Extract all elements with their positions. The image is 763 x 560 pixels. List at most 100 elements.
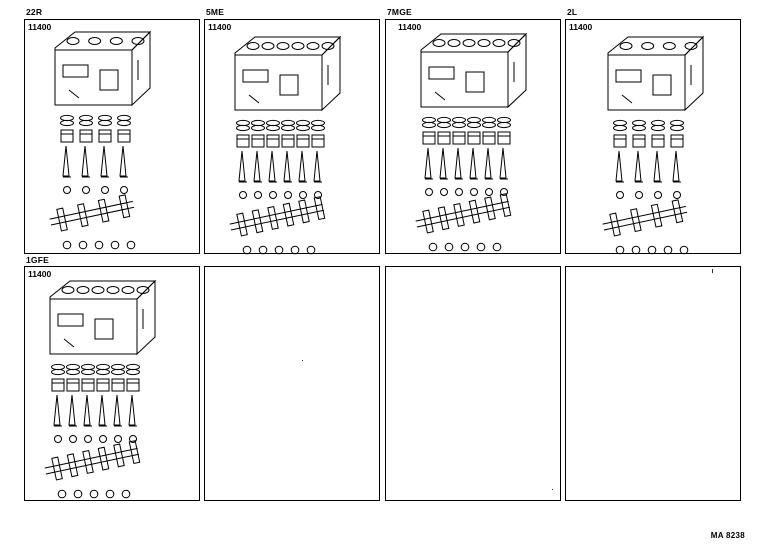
main-bearing [460,242,470,252]
bearing-shell [120,186,128,194]
cylinder-bore [291,42,305,50]
cylinder-bore [109,37,123,45]
connecting-rod [238,150,247,183]
connecting-rod [615,150,624,183]
piston-ring [467,121,481,129]
connecting-rod [454,147,463,180]
piston-ring [482,116,496,124]
connecting-rod [298,150,307,183]
piston-body [79,129,93,143]
piston [66,363,80,443]
piston-ring [111,363,125,371]
piston-ring [66,363,80,371]
panel-22r[interactable]: 11400 [24,19,200,254]
main-bearing [290,245,300,255]
piston-ring [296,124,310,132]
panel-empty-2[interactable] [385,266,561,501]
crankshaft [415,193,512,234]
bearing-shell [63,186,71,194]
piston-ring [437,121,451,129]
piston-ring [98,119,112,127]
bearing-shell [114,435,122,443]
connecting-rod [81,145,90,178]
cylinder-bore [432,39,446,47]
crankshaft [229,196,326,237]
piston-ring [437,116,451,124]
piston-ring [311,124,325,132]
cylinder-bore [131,37,145,45]
short-block-illustration [602,35,705,255]
part-number: 11400 [569,22,593,32]
bearing-shell [54,435,62,443]
main-bearing [476,242,486,252]
panel-1gfe[interactable]: 11400 [24,266,200,501]
main-bearing [492,242,502,252]
piston-body [60,129,74,143]
drawing-code: MA 8238 [710,531,745,540]
cylinder-block-side [684,35,704,112]
panel-empty-3[interactable] [565,266,741,501]
bearing-shell [425,188,433,196]
piston-ring [111,368,125,376]
block-detail-lines [615,65,692,104]
piston-body [81,378,95,392]
piston-ring [613,124,627,132]
bearing-shell [616,191,624,199]
piston-ring [126,363,140,371]
engine-label-2l: 2L [567,7,578,17]
cylinder-bore [136,286,150,294]
piston-body [437,131,451,145]
panel-5me[interactable]: 11400 [204,19,380,255]
main-bearing [110,240,120,250]
piston-ring [96,368,110,376]
scan-speck [302,360,303,361]
cylinder-bore [66,37,80,45]
piston-ring [117,114,131,122]
bearing-shell [82,186,90,194]
cylinder-bore [641,42,655,50]
piston-ring [266,124,280,132]
piston-ring [51,368,65,376]
bearing-shell [299,191,307,199]
engine-drawing-5me [229,35,342,255]
main-bearing [89,489,99,499]
piston-body [117,129,131,143]
cylinder-bore [91,286,105,294]
piston [311,119,325,199]
piston [111,363,125,443]
piston-body [651,134,665,148]
piston-ring [51,363,65,371]
short-block-illustration [415,32,528,252]
main-bearing [94,240,104,250]
piston-ring [66,368,80,376]
piston [98,114,112,194]
cylinder-block-top [54,31,152,51]
crankshaft [602,199,688,237]
cylinder-bore [261,42,275,50]
engine-label-22r: 22R [26,7,43,17]
connecting-rod [83,394,92,427]
cylinder-bore [462,39,476,47]
piston-body [98,129,112,143]
piston [422,116,436,196]
cylinder-block-side [507,32,527,109]
connecting-rod [268,150,277,183]
piston-ring [98,114,112,122]
piston-body [632,134,646,148]
connecting-rod [653,150,662,183]
short-block-illustration [229,35,342,255]
panel-7mge[interactable]: 11400 [385,19,561,254]
panel-empty-1[interactable] [204,266,380,501]
piston-body [111,378,125,392]
engine-drawing-22r [49,30,152,250]
piston-ring [497,121,511,129]
piston-ring [296,119,310,127]
connecting-rod [128,394,137,427]
piston-body [482,131,496,145]
cylinder-bore [447,39,461,47]
connecting-rod [62,145,71,178]
main-bearing [647,245,657,255]
block-detail-lines [242,65,329,104]
panel-2l[interactable]: 11400 [565,19,741,255]
piston-body [422,131,436,145]
